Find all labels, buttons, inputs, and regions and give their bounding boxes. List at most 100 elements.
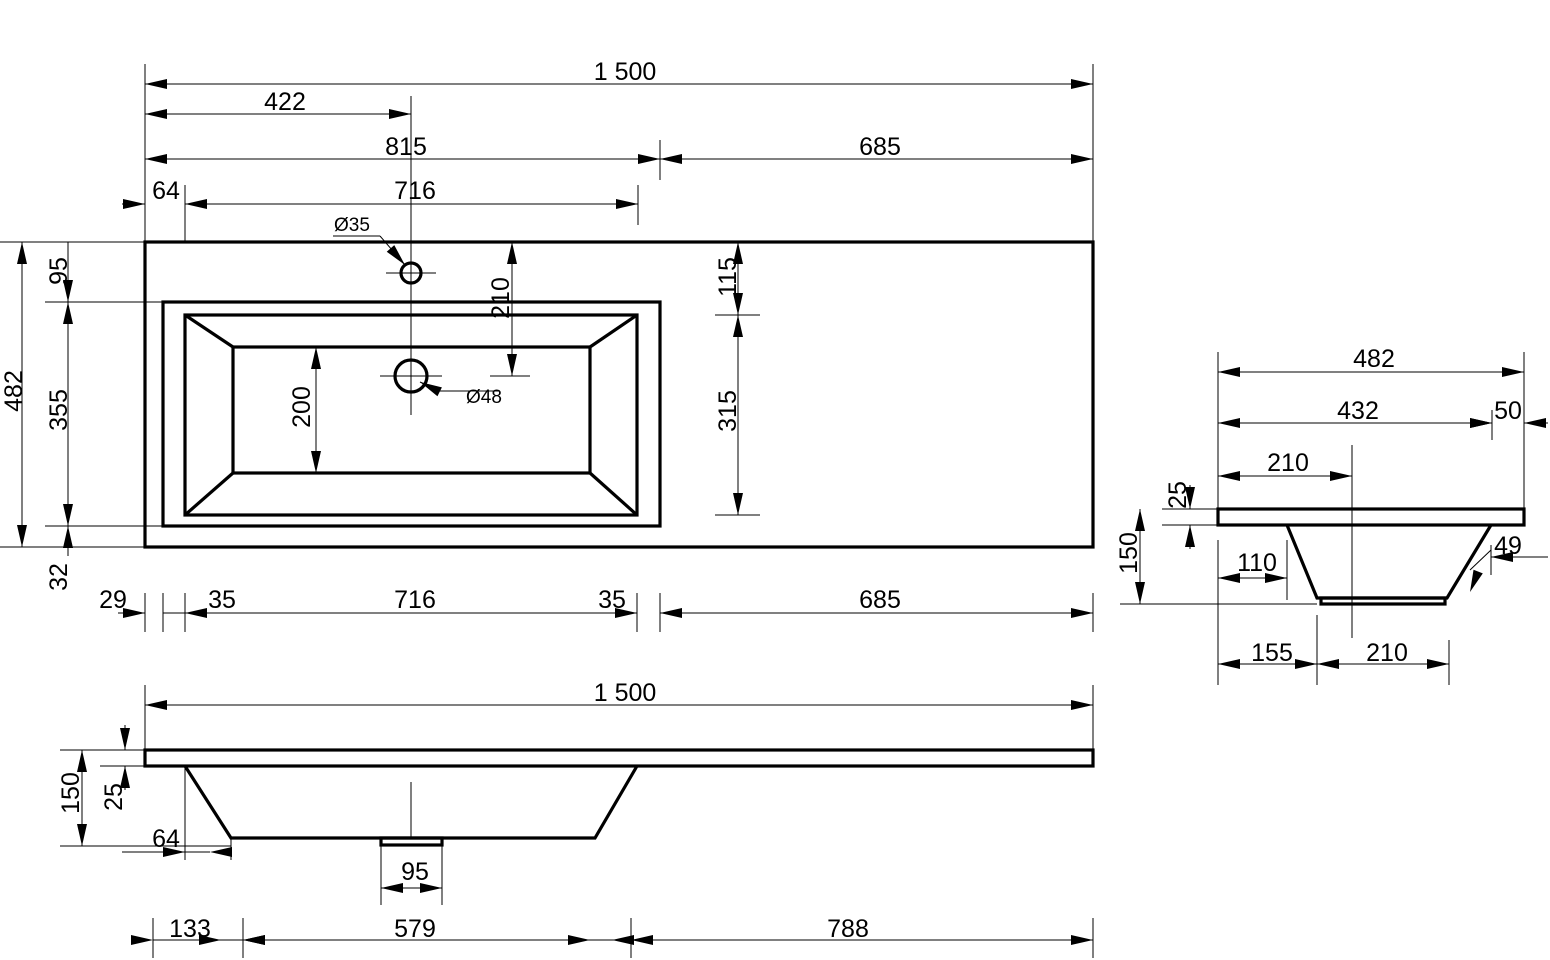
dim-side-overall-depth: 482 <box>1353 345 1395 373</box>
side-drain <box>1319 596 1447 606</box>
dimension-arrowhead <box>63 526 73 548</box>
dim-front-total-height: 150 <box>57 772 85 814</box>
dimension-arrowhead <box>145 154 167 164</box>
dimension-arrowhead <box>1330 471 1352 481</box>
dimension-arrowhead <box>660 608 682 618</box>
dimension-arrowhead <box>17 525 27 547</box>
dim-front-bottom-shelf: 788 <box>827 915 869 943</box>
dimension-arrowhead <box>185 199 207 209</box>
dimension-arrowhead <box>1135 582 1145 604</box>
dimension-arrowhead <box>420 883 442 893</box>
dimension-arrowhead <box>145 109 167 119</box>
dim-side-total-height: 150 <box>1115 532 1143 574</box>
dim-top-edge-left: 64 <box>152 177 180 205</box>
dimension-arrowhead <box>631 935 653 945</box>
dimension-arrowhead <box>1071 700 1093 710</box>
dimension-arrowhead <box>733 315 743 337</box>
dimension-arrowhead <box>568 935 590 945</box>
dim-overall-depth: 482 <box>0 370 28 412</box>
dimension-arrowhead <box>1071 154 1093 164</box>
dim-back-margin: 115 <box>714 257 742 297</box>
dimension-arrowhead <box>1218 418 1240 428</box>
dimension-arrowhead <box>1185 525 1195 547</box>
dimension-arrowhead <box>1524 418 1546 428</box>
dimension-arrowhead <box>145 79 167 89</box>
dimension-arrowhead <box>733 293 743 315</box>
dimension-arrowhead <box>1218 471 1240 481</box>
dim-side-inner-depth: 432 <box>1337 397 1379 425</box>
dimension-arrowhead <box>123 608 145 618</box>
dim-top-overall-length: 1 500 <box>594 58 657 86</box>
dimension-arrowhead <box>1218 367 1240 377</box>
dim-drain-hole-dia: Ø48 <box>466 387 502 408</box>
dim-front-bottom-left: 133 <box>169 915 211 943</box>
dimension-arrowhead <box>120 766 130 788</box>
dimension-arrowhead <box>1218 573 1240 583</box>
front-drain <box>379 836 444 847</box>
dim-bottom-shelf: 685 <box>859 586 901 614</box>
dimension-arrowhead <box>1491 552 1513 562</box>
dimension-arrowhead <box>63 302 73 324</box>
dim-tap-to-drain: 210 <box>487 277 515 319</box>
dim-top-shelf-zone: 685 <box>859 133 901 161</box>
dim-back-edge: 95 <box>45 257 73 285</box>
dim-tap-hole-dia: Ø35 <box>334 215 370 236</box>
dimension-arrowhead <box>1135 509 1145 531</box>
dimension-arrowhead <box>1218 659 1240 669</box>
dimension-arrowhead <box>131 935 153 945</box>
dimension-arrowhead <box>1502 367 1524 377</box>
dim-side-drain-offset: 210 <box>1267 449 1309 477</box>
dimension-arrowhead <box>616 199 638 209</box>
dimension-arrowhead <box>507 354 517 376</box>
dimension-arrowhead <box>615 608 637 618</box>
center-lines <box>380 97 442 415</box>
dimension-arrowhead <box>17 242 27 264</box>
dim-bottom-left-edge: 29 <box>99 586 127 614</box>
dim-bottom-bowl-width: 716 <box>394 586 436 614</box>
dimension-arrowhead <box>163 847 185 857</box>
dimension-arrowhead <box>733 242 743 264</box>
dimension-arrowhead <box>123 199 145 209</box>
dim-side-bowl-bottom-left: 155 <box>1251 639 1293 667</box>
dimension-arrowhead <box>199 935 221 945</box>
bowl-slope-lines <box>183 313 639 517</box>
dim-bowl-inner-depth: 200 <box>288 386 316 428</box>
dimension-arrowhead <box>1427 659 1449 669</box>
dim-top-tap-offset: 422 <box>264 88 306 116</box>
dim-side-bowl-back-offset: 110 <box>1237 549 1277 577</box>
dimension-arrowhead <box>660 154 682 164</box>
dim-front-overall-length: 1 500 <box>594 679 657 707</box>
dimension-arrowhead <box>1295 659 1317 669</box>
dim-front-bottom-bowl: 579 <box>394 915 436 943</box>
dimension-arrowhead <box>386 245 405 265</box>
dimension-arrowhead <box>1470 569 1483 592</box>
front-view <box>143 748 1095 847</box>
dim-front-slab-thickness: 25 <box>100 783 128 811</box>
dimension-line <box>1469 549 1492 571</box>
front-slab <box>143 748 1095 768</box>
dimension-arrowhead <box>420 382 442 397</box>
dimension-arrowhead <box>311 451 321 473</box>
dimension-arrowhead <box>120 728 130 750</box>
dimension-lines <box>0 64 1548 958</box>
dim-side-bowl-bottom-width: 210 <box>1366 639 1408 667</box>
countertop-outline <box>143 240 1095 549</box>
dimension-arrowhead <box>389 109 411 119</box>
dim-bottom-right-rim: 35 <box>598 586 626 614</box>
dim-top-basin-zone: 815 <box>385 133 427 161</box>
dimension-arrowhead <box>63 280 73 302</box>
dimension-arrowhead <box>507 242 517 264</box>
dim-bowl-outer-depth: 355 <box>45 389 73 431</box>
dimension-arrowhead <box>185 608 207 618</box>
dimension-arrowhead <box>638 154 660 164</box>
dimension-arrowhead <box>733 493 743 515</box>
dimension-arrowhead <box>1470 418 1492 428</box>
dim-front-edge: 32 <box>45 563 73 591</box>
dimension-arrowhead <box>243 935 265 945</box>
side-view <box>1216 445 1526 638</box>
dimension-arrowhead <box>77 750 87 772</box>
dim-front-edge-left: 64 <box>152 825 180 853</box>
dim-side-front-edge: 50 <box>1494 397 1522 425</box>
side-slab <box>1216 507 1526 527</box>
